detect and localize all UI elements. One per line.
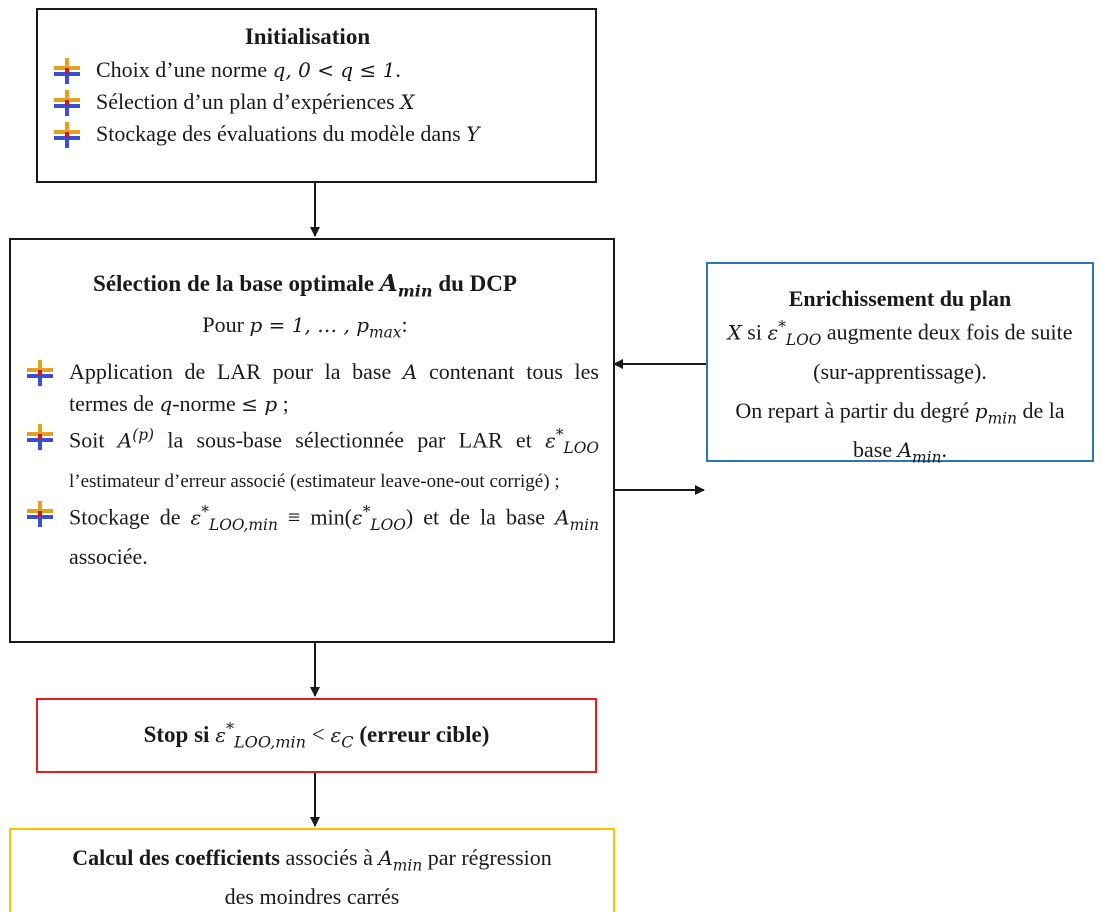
enrichment-condition: X si ε*LOO augmente deux fois de suite (… — [727, 318, 1073, 385]
bullet-icon — [11, 497, 69, 528]
calc-box: Calcul des coefficients associés à Amin … — [9, 828, 615, 912]
stop-condition: Stop si ε*LOO,min < εC (erreur cible) — [143, 719, 490, 752]
enrichment-box: Enrichissement du plan X si ε*LOO augmen… — [706, 262, 1094, 467]
bullet-icon — [11, 420, 69, 450]
calc-text: Calcul des coefficients associés à Amin … — [72, 845, 552, 910]
init-item-norm: Choix d’une norme q, 0 < q ≤ 1. — [38, 54, 577, 86]
bullet-icon — [38, 86, 96, 116]
bullet-icon — [11, 356, 69, 386]
initialisation-title: Initialisation — [244, 24, 371, 49]
bullet-icon — [38, 54, 96, 84]
enrichment-restart: On repart à partir du degré pmin de la b… — [735, 398, 1065, 467]
selection-item-subbase: Soit A(p) la sous-base sélectionnée par … — [11, 420, 599, 497]
init-item-plan: Sélection d’un plan d’expériences X — [38, 86, 577, 118]
initialisation-box: Initialisation Choix d’une norme q, 0 < … — [36, 8, 597, 183]
stop-box: Stop si ε*LOO,min < εC (erreur cible) — [36, 698, 597, 773]
selection-item-lar: Application de LAR pour la base A conten… — [11, 356, 599, 420]
selection-item-storage: Stockage de ε*LOO,min ≡ min(ε*LOO) et de… — [11, 497, 599, 572]
bullet-icon — [38, 118, 96, 148]
selection-box: Sélection de la base optimale Amin du DC… — [9, 238, 615, 643]
selection-title: Sélection de la base optimale Amin du DC… — [93, 270, 517, 301]
selection-loop: Pour p = 1, … , pmax: — [202, 311, 408, 341]
init-item-storage: Stockage des évaluations du modèle dans … — [38, 118, 577, 150]
enrichment-title: Enrichissement du plan — [788, 286, 1012, 311]
